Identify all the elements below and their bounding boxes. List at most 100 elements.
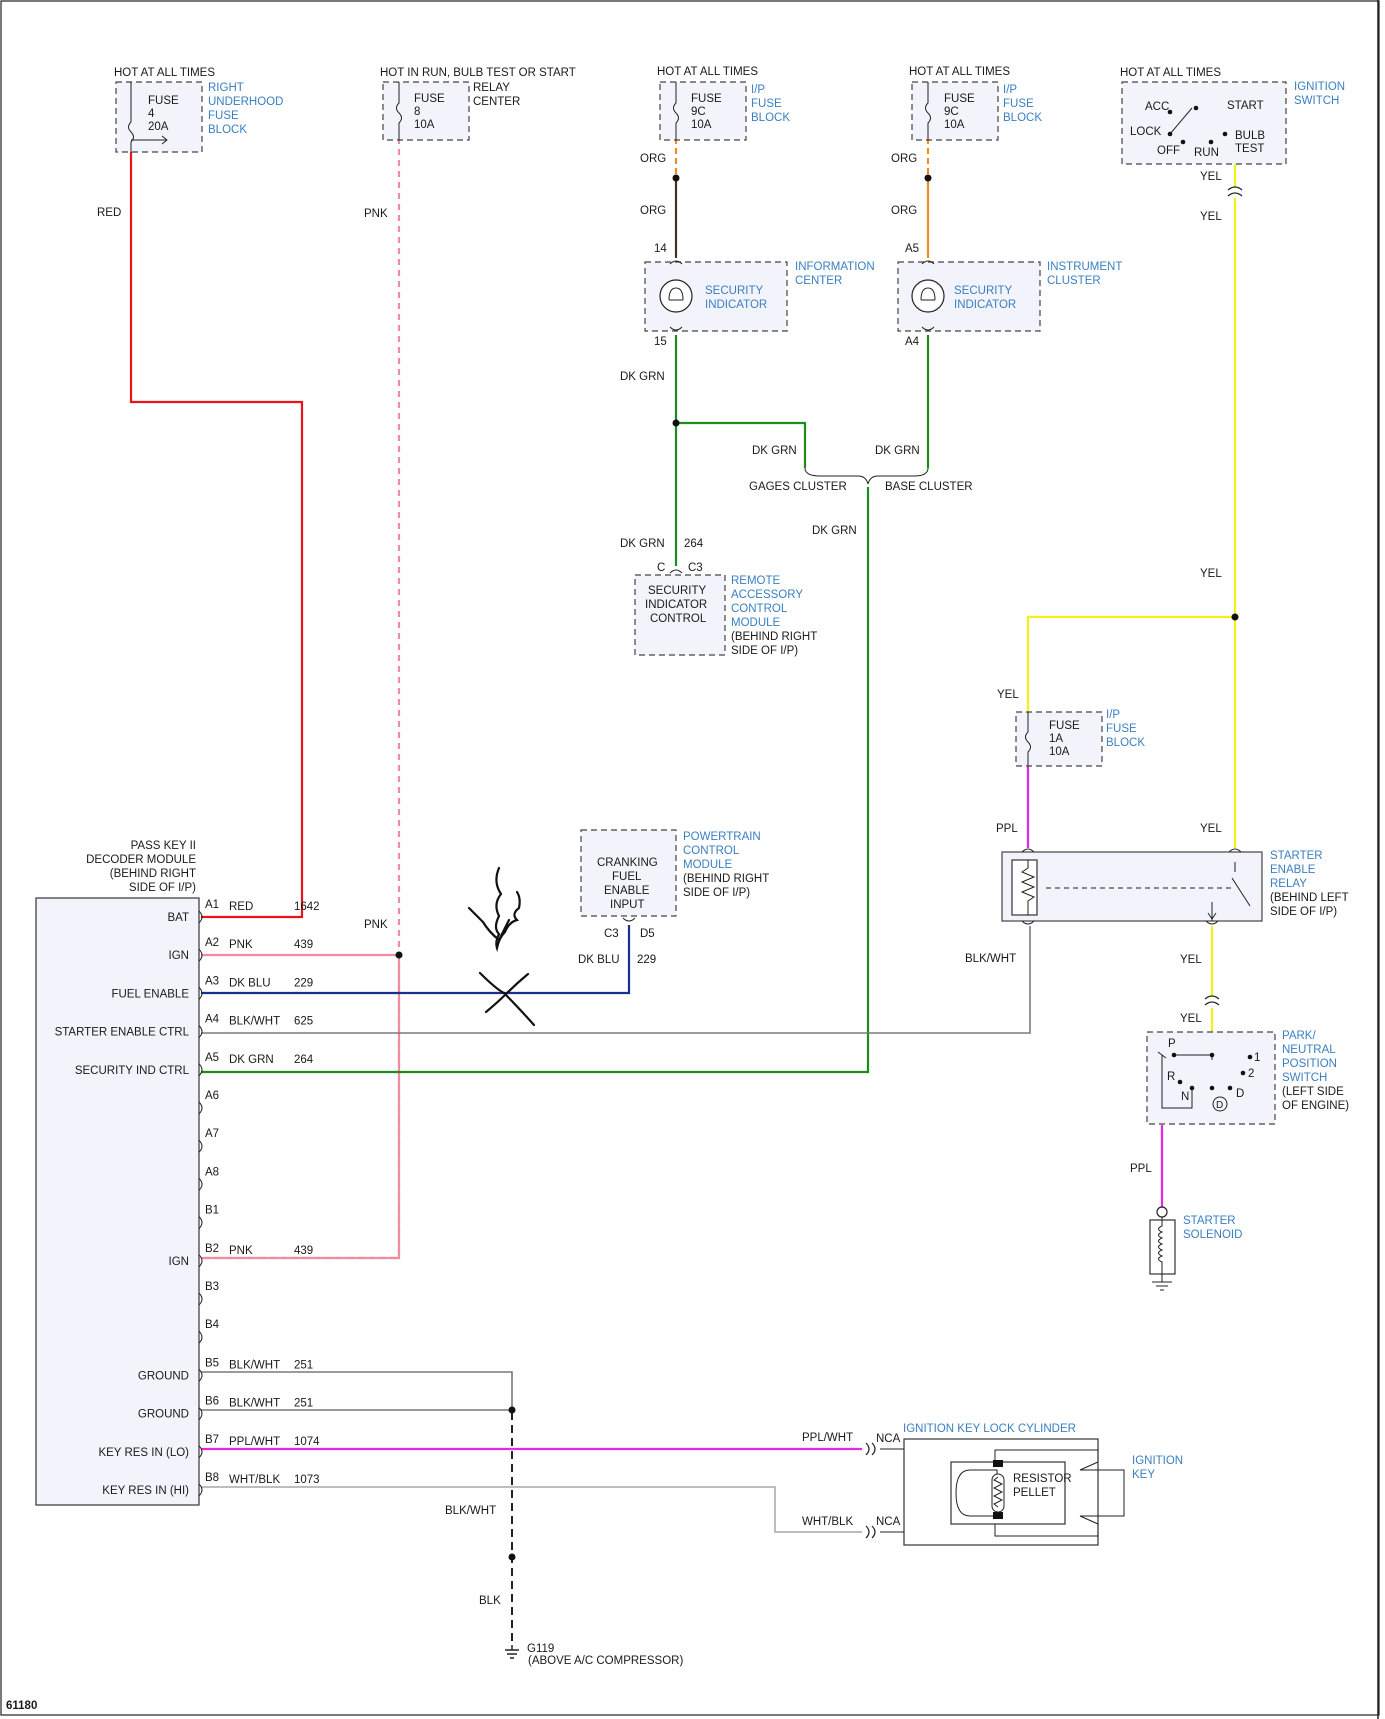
splice-pnk [395, 951, 403, 959]
pin-terminal [198, 987, 203, 1000]
contact-bulb [1222, 131, 1228, 137]
pin-circuit-number: 1642 [294, 901, 320, 913]
pin-terminal [198, 948, 203, 962]
pin-terminal [198, 1025, 203, 1038]
wire-blkwht-625 [201, 926, 1031, 1034]
module-title: PASS KEY II [131, 840, 196, 852]
block-name: I/P [1003, 84, 1017, 96]
pin-terminal [198, 1101, 203, 1115]
pin-terminal [198, 1407, 203, 1420]
instrument-cluster: A5 A4 SECURITY INDICATOR INSTRUMENT CLUS… [897, 243, 1122, 348]
label-org-4: ORG [891, 205, 917, 217]
fuse-arrow [131, 135, 168, 145]
key-label: IGNITION [1132, 1455, 1183, 1467]
pin-terminal [198, 1178, 203, 1191]
fuse-relay-center: HOT IN RUN, BULB TEST OR START FUSE 8 10… [380, 67, 576, 141]
ignition-key-lock-cylinder: IGNITION KEY LOCK CYLINDER RESISTOR PELL… [876, 1423, 1183, 1546]
terminal-yel-in [1228, 848, 1242, 853]
label-dkgrn-2: DK GRN [752, 445, 797, 457]
block-name: CENTER [473, 96, 520, 108]
label-base-cluster: BASE CLUSTER [885, 481, 973, 493]
component-name: MODULE [683, 859, 733, 871]
fuse-ip-9c-info: HOT AT ALL TIMES FUSE 9C 10A I/P FUSE BL… [657, 66, 790, 141]
pin-function-label: KEY RES IN (HI) [102, 1485, 189, 1497]
hot-label: HOT AT ALL TIMES [114, 67, 215, 79]
component-name: MODULE [731, 617, 781, 629]
location: OF ENGINE) [1282, 1100, 1349, 1112]
wire-pnk-feed [201, 138, 401, 1260]
label-dkgrn-5: DK GRN [620, 538, 665, 550]
wire-blkwht-251-b5 [201, 1371, 513, 1412]
pin-wire-color: BLK/WHT [229, 1016, 280, 1028]
terminal-ppl [1021, 848, 1035, 853]
block-name: FUSE [1003, 98, 1034, 110]
splice-org-inst [924, 174, 932, 182]
ignition-switch: HOT AT ALL TIMES ACC START LOCK BULB TES… [1120, 67, 1345, 165]
relay-box [1001, 851, 1263, 922]
location: SIDE OF I/P) [683, 887, 750, 899]
wire-pnk-439-b2 [201, 955, 401, 1260]
label-ppl-1: PPL [996, 823, 1018, 835]
pin-terminal [198, 1139, 203, 1153]
fuse-symbol [925, 82, 931, 140]
pin-bottom: 15 [654, 336, 667, 348]
pin-function-label: KEY RES IN (LO) [98, 1447, 189, 1459]
pin-top: 14 [654, 243, 667, 255]
pos-d2-dot [1227, 1085, 1233, 1091]
pin-circuit-number: 251 [294, 1398, 313, 1410]
solenoid-coil [1158, 1217, 1164, 1282]
pos-d-circled: D [1216, 1100, 1223, 1111]
ground-g119: G119 (ABOVE A/C COMPRESSOR) [505, 1643, 683, 1667]
solenoid-ground [1152, 1281, 1172, 1291]
wire-dkblu-229 [201, 925, 631, 995]
label-yel-4: YEL [997, 689, 1019, 701]
location: SIDE OF I/P) [1270, 906, 1337, 918]
label-yel-5: YEL [1200, 823, 1222, 835]
block-name: UNDERHOOD [208, 96, 283, 108]
connector-yel-ign [1227, 186, 1243, 197]
indicator-label: INDICATOR [705, 299, 767, 311]
fuse-rating: 20A [148, 121, 169, 133]
label-org-2: ORG [640, 205, 666, 217]
label-pnk-mid: PNK [364, 919, 388, 931]
starter-solenoid: STARTER SOLENOID [1149, 1206, 1242, 1291]
key-bow [955, 1469, 998, 1517]
label-dkgrn-4: DK GRN [812, 525, 857, 537]
component-name: ACCESSORY [731, 589, 803, 601]
pos-test: TEST [1235, 143, 1264, 155]
fuse-number: 9C [691, 106, 706, 118]
pin-circuit-number: 229 [294, 977, 313, 989]
relay-arrow [1207, 902, 1217, 921]
label-blk: BLK [479, 1595, 501, 1607]
pin-function-label: BAT [167, 912, 189, 924]
component-name: REMOTE [731, 575, 781, 587]
indicator-lamp [911, 279, 945, 313]
pos-d-circle [1212, 1096, 1228, 1112]
block-name: BLOCK [1003, 112, 1042, 124]
decoder-pin-a6: A6 [198, 1090, 219, 1115]
decoder-pin-a7: A7 [198, 1128, 219, 1153]
fuse-rating: 10A [414, 119, 435, 131]
hot-label: HOT AT ALL TIMES [1120, 67, 1221, 79]
block-name: I/P [751, 84, 765, 96]
module-box [35, 897, 200, 1506]
fuse-label: FUSE [691, 93, 722, 105]
pos-acc: ACC [1145, 101, 1169, 113]
fuse-right-underhood: HOT AT ALL TIMES FUSE 4 20A RIGHT UNDERH… [114, 67, 283, 153]
splice-org-info [672, 174, 680, 182]
fuse-number: 1A [1049, 733, 1063, 745]
cylinder-inner [950, 1461, 1066, 1525]
component-name: INFORMATION [795, 261, 875, 273]
component-name: STARTER [1183, 1215, 1236, 1227]
pin-wire-color: BLK/WHT [229, 1359, 280, 1371]
pellet-contact-bottom [993, 1512, 1003, 1519]
resistor-label: PELLET [1013, 1487, 1056, 1499]
pos-n-dot [1189, 1085, 1195, 1091]
module-box [634, 574, 726, 656]
lamp-filament [668, 287, 684, 301]
label-229: 229 [637, 954, 656, 966]
pin-id: A1 [205, 899, 219, 911]
pin-terminal [198, 1445, 203, 1459]
